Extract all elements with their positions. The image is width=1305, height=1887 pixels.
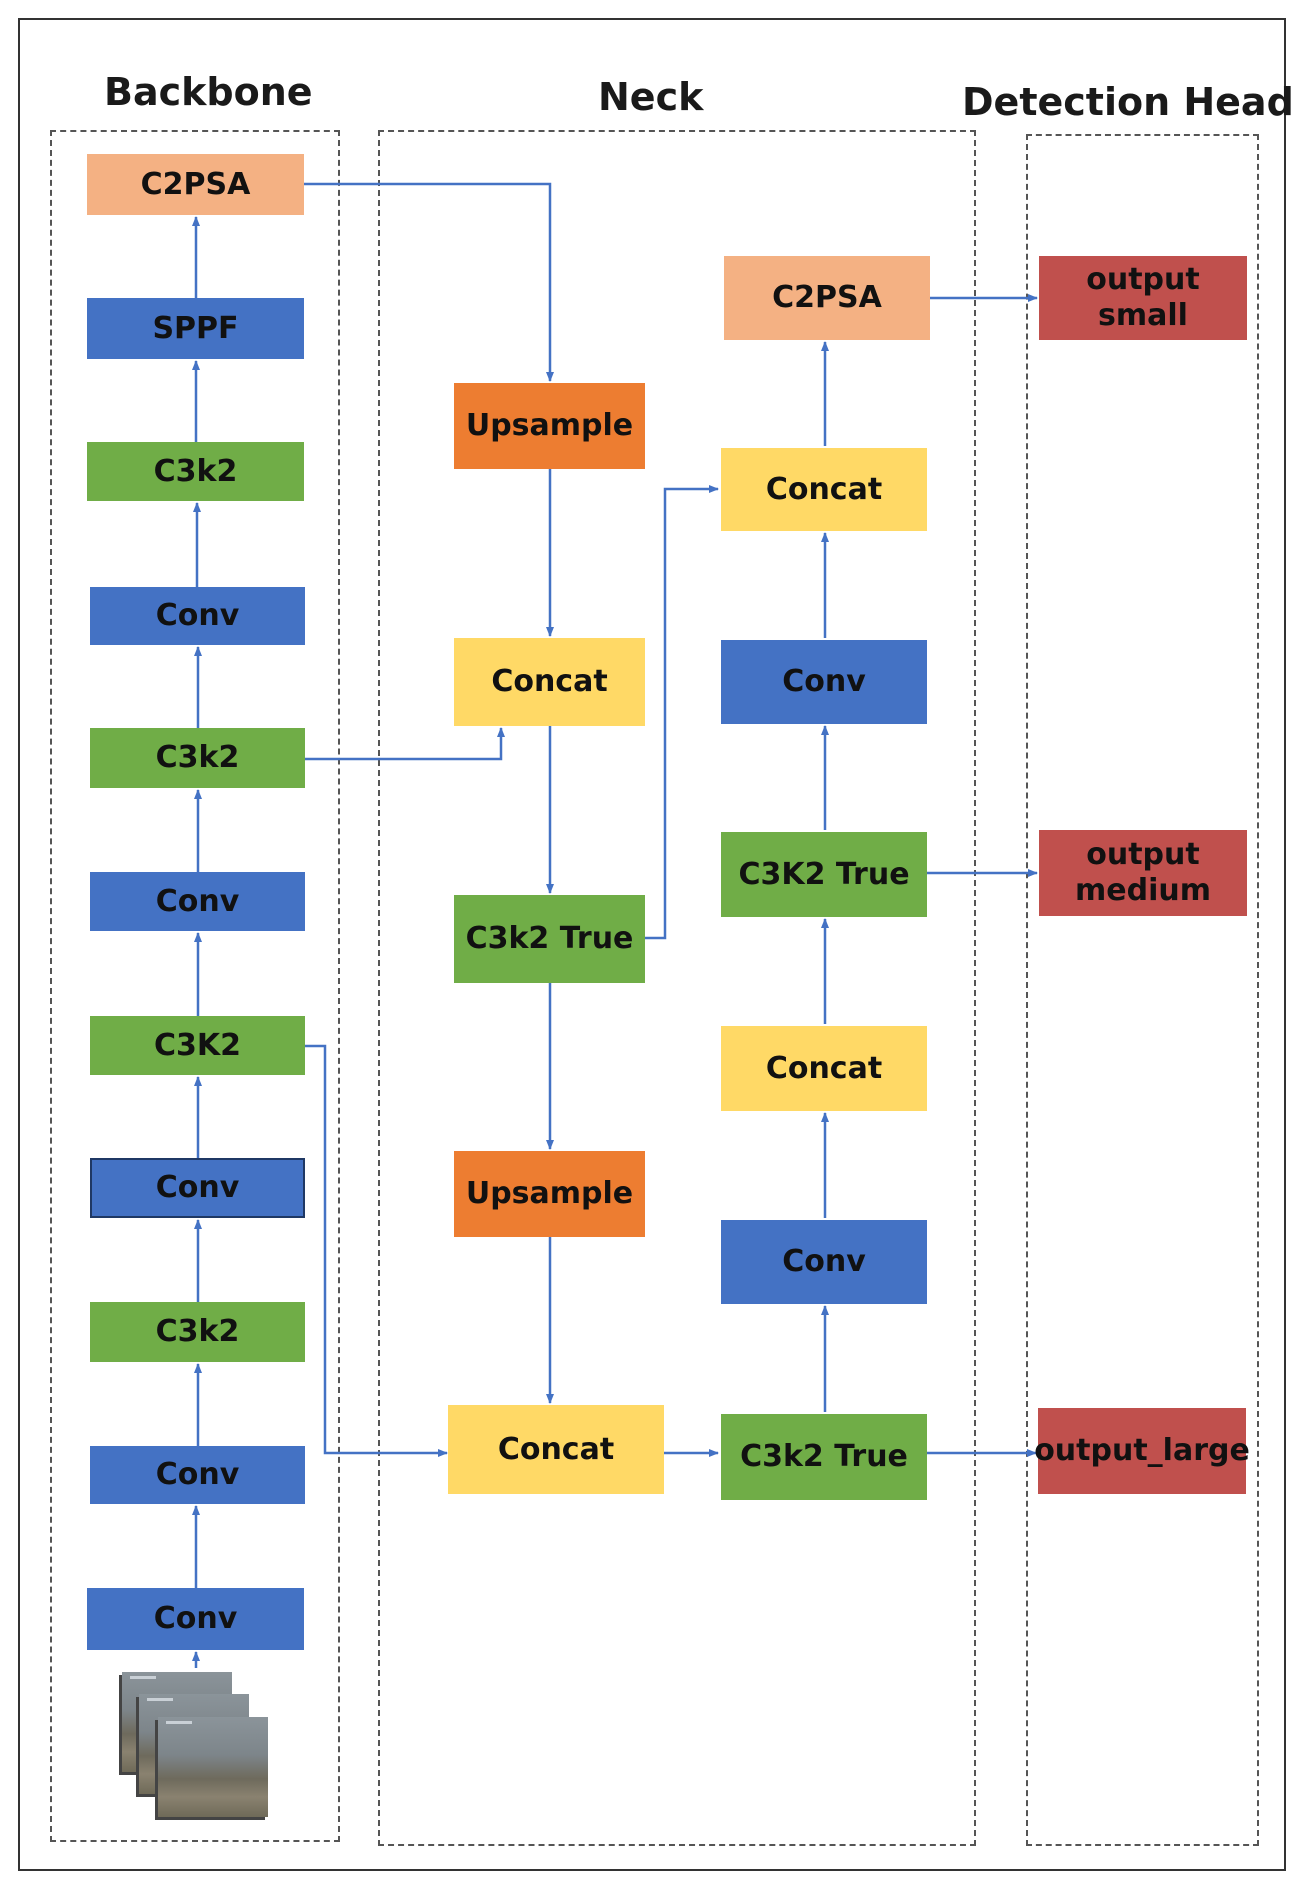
output-large[interactable]: output_large bbox=[1034, 1408, 1250, 1494]
neck-c3k2-true-right-bottom[interactable]: C3k2 True bbox=[721, 1414, 927, 1500]
neck-conv-right-top[interactable]: Conv bbox=[721, 640, 927, 724]
output-small[interactable]: output small bbox=[1039, 256, 1247, 340]
detection-head-section bbox=[1026, 134, 1259, 1846]
neck-upsample-top[interactable]: Upsample bbox=[454, 383, 645, 469]
backbone-c3k2-low[interactable]: C3k2 bbox=[90, 1302, 305, 1362]
backbone-conv-0[interactable]: Conv bbox=[87, 1588, 304, 1650]
output-medium[interactable]: output medium bbox=[1039, 830, 1247, 916]
neck-conv-right-bottom[interactable]: Conv bbox=[721, 1220, 927, 1304]
backbone-c3k2-upper[interactable]: C3k2 bbox=[90, 728, 305, 788]
backbone-conv-3[interactable]: Conv bbox=[90, 872, 305, 931]
neck-concat-right-top[interactable]: Concat bbox=[721, 448, 927, 531]
neck-concat-right-bottom[interactable]: Concat bbox=[721, 1026, 927, 1111]
detection-head-title: Detection Head bbox=[962, 80, 1294, 124]
backbone-conv-1[interactable]: Conv bbox=[90, 1446, 305, 1504]
neck-c3k2-true-right-mid[interactable]: C3K2 True bbox=[721, 832, 927, 917]
neck-title: Neck bbox=[598, 75, 704, 119]
backbone-conv-4[interactable]: Conv bbox=[90, 587, 305, 645]
outer-frame bbox=[18, 18, 1286, 1871]
backbone-c3k2-mid[interactable]: C3K2 bbox=[90, 1016, 305, 1075]
neck-c3k2-true-left[interactable]: C3k2 True bbox=[454, 895, 645, 983]
backbone-section bbox=[50, 130, 340, 1842]
neck-concat-bottom[interactable]: Concat bbox=[448, 1405, 664, 1494]
neck-upsample-bottom[interactable]: Upsample bbox=[454, 1151, 645, 1237]
backbone-conv-2[interactable]: Conv bbox=[90, 1158, 305, 1218]
neck-section bbox=[378, 130, 976, 1846]
input-image bbox=[158, 1717, 268, 1817]
backbone-title: Backbone bbox=[104, 70, 313, 114]
backbone-c2psa[interactable]: C2PSA bbox=[87, 154, 304, 215]
neck-concat-top[interactable]: Concat bbox=[454, 638, 645, 726]
backbone-sppf[interactable]: SPPF bbox=[87, 298, 304, 359]
input-images bbox=[122, 1672, 272, 1822]
backbone-c3k2-top[interactable]: C3k2 bbox=[87, 442, 304, 501]
neck-c2psa[interactable]: C2PSA bbox=[724, 256, 930, 340]
